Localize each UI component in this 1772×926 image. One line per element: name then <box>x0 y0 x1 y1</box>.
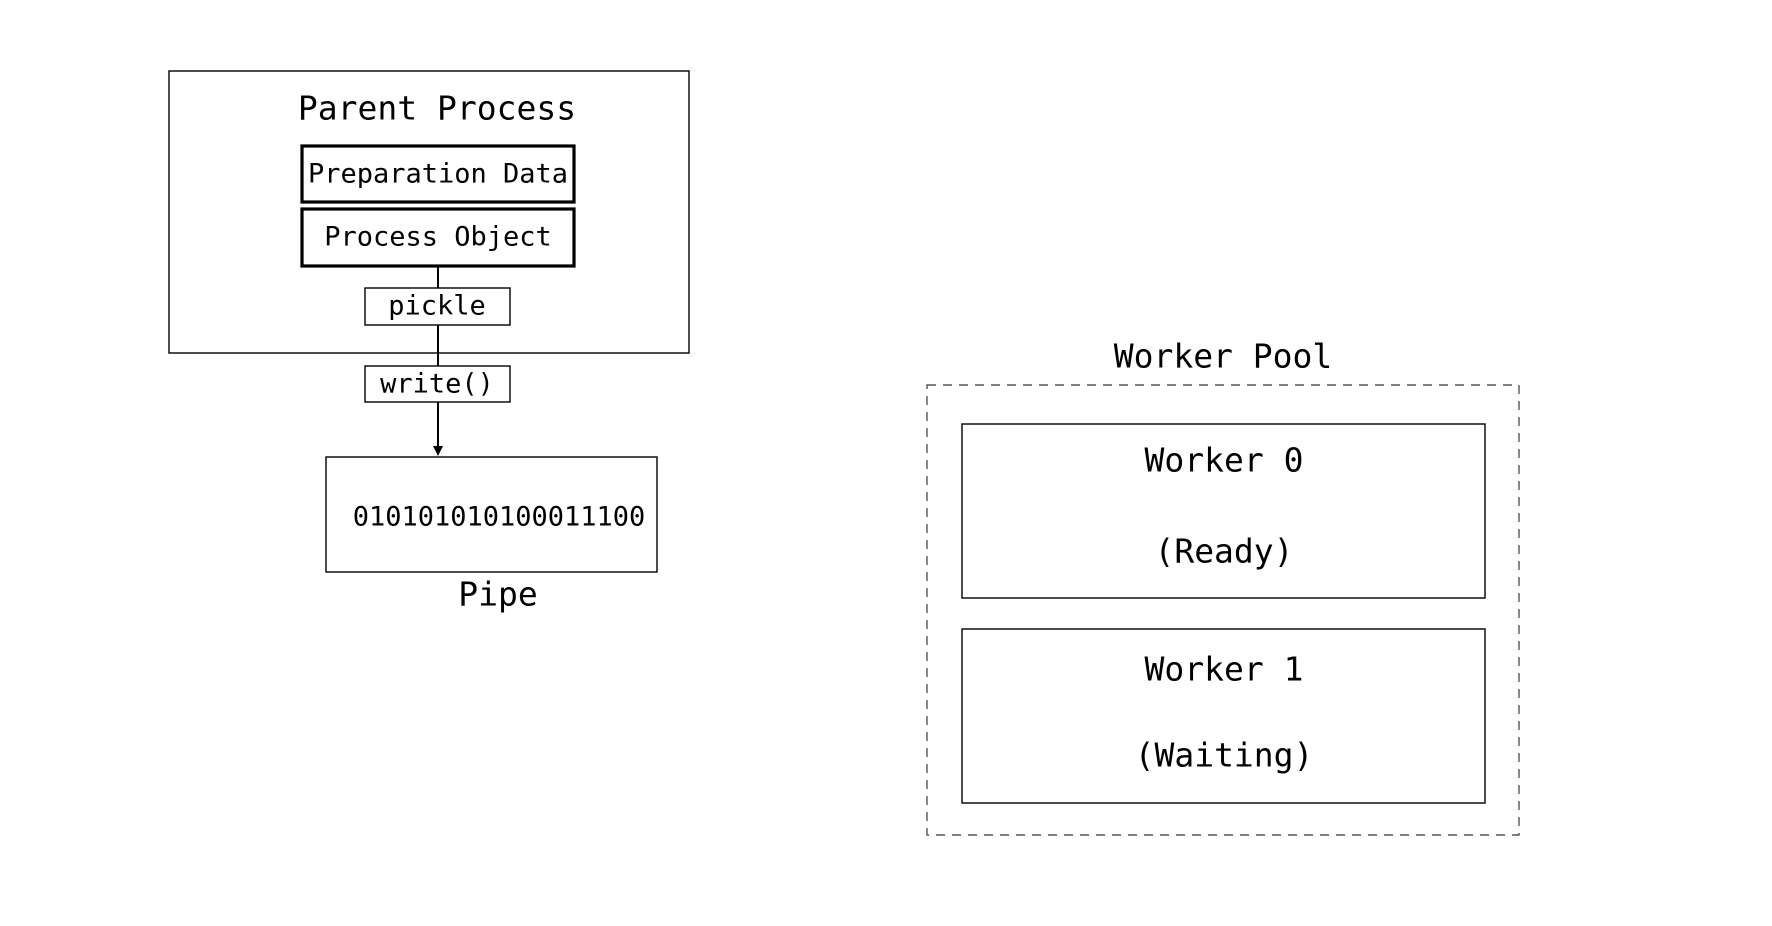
pickle-label: pickle <box>388 291 486 322</box>
worker-pool: Worker Pool Worker 0 (Ready) Worker 1 (W… <box>926 337 1520 836</box>
preparation-data-box <box>300 144 576 204</box>
pipe-box <box>325 456 658 573</box>
pipe: 010101010100011100 Pipe <box>325 456 658 614</box>
worker-pool-title: Worker Pool <box>1114 337 1333 376</box>
worker-0-status: (Ready) <box>1154 532 1293 571</box>
write-label: write() <box>380 369 494 400</box>
write-call: write() <box>364 365 511 403</box>
worker-1: Worker 1 (Waiting) <box>961 628 1486 804</box>
write-box <box>364 365 511 403</box>
worker-pool-border <box>926 384 1520 836</box>
parent-process: Parent Process Preparation Data Process … <box>168 70 690 354</box>
worker-0-name: Worker 0 <box>1145 441 1304 480</box>
worker-0: Worker 0 (Ready) <box>961 423 1486 599</box>
process-object-label: Process Object <box>324 222 552 253</box>
parent-process-title: Parent Process <box>298 89 576 128</box>
pipe-contents: 010101010100011100 <box>353 502 646 533</box>
worker-1-name: Worker 1 <box>1145 650 1304 689</box>
worker-1-status: (Waiting) <box>1135 736 1314 775</box>
pipe-label: Pipe <box>458 575 537 614</box>
preparation-data-label: Preparation Data <box>308 159 568 190</box>
worker-1-box <box>961 628 1486 804</box>
worker-0-box <box>961 423 1486 599</box>
